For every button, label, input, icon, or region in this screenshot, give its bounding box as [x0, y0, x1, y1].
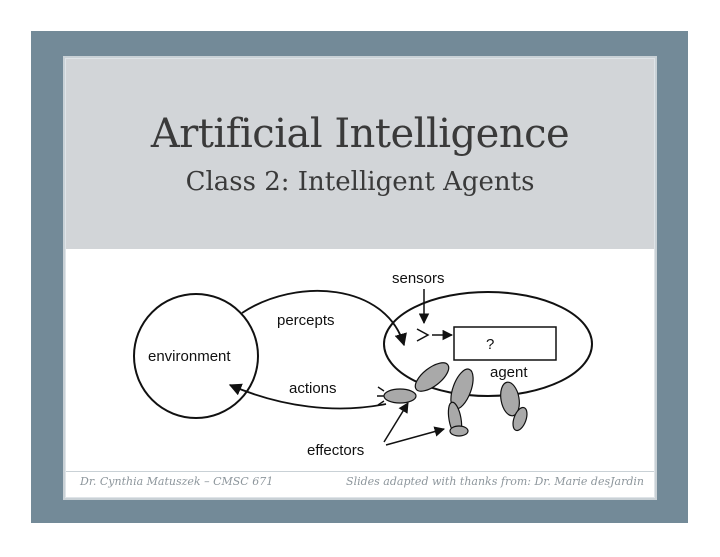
effector-limbs — [377, 362, 528, 437]
sensor-eye-icon — [416, 328, 430, 342]
effectors-arrow-2 — [385, 426, 446, 446]
actions-label: actions — [289, 380, 337, 397]
title-band: Artificial Intelligence Class 2: Intelli… — [66, 59, 654, 249]
effectors-label: effectors — [307, 442, 364, 459]
slide-title: Artificial Intelligence — [150, 111, 570, 157]
leg-right-lower — [512, 406, 528, 432]
arm-upper — [414, 362, 450, 392]
agent-function-label: ? — [486, 336, 494, 353]
slide-subtitle: Class 2: Intelligent Agents — [185, 167, 535, 197]
environment-label: environment — [148, 348, 231, 365]
foot-left — [449, 425, 469, 437]
actions-arrow — [228, 383, 387, 410]
environment-circle — [133, 293, 259, 419]
agent-label: agent — [490, 364, 528, 381]
footer-author: Dr. Cynthia Matuszek – CMSC 671 — [80, 475, 274, 488]
agent-function-box — [453, 326, 557, 361]
slide-footer: Dr. Cynthia Matuszek – CMSC 671 Slides a… — [66, 471, 654, 492]
footer-credit: Slides adapted with thanks from: Dr. Mar… — [346, 475, 644, 488]
effectors-arrow-1 — [383, 402, 409, 443]
sensors-label: sensors — [392, 270, 445, 287]
arm-lower — [383, 388, 417, 404]
percepts-arrow — [241, 289, 407, 347]
agent-ellipse — [383, 291, 593, 397]
slide: Artificial Intelligence Class 2: Intelli… — [66, 59, 654, 497]
percepts-label: percepts — [277, 312, 335, 329]
claw-icon — [377, 386, 385, 406]
agent-environment-diagram: environment agent ? percepts actions sen… — [133, 270, 593, 459]
leg-right-upper — [500, 381, 520, 417]
